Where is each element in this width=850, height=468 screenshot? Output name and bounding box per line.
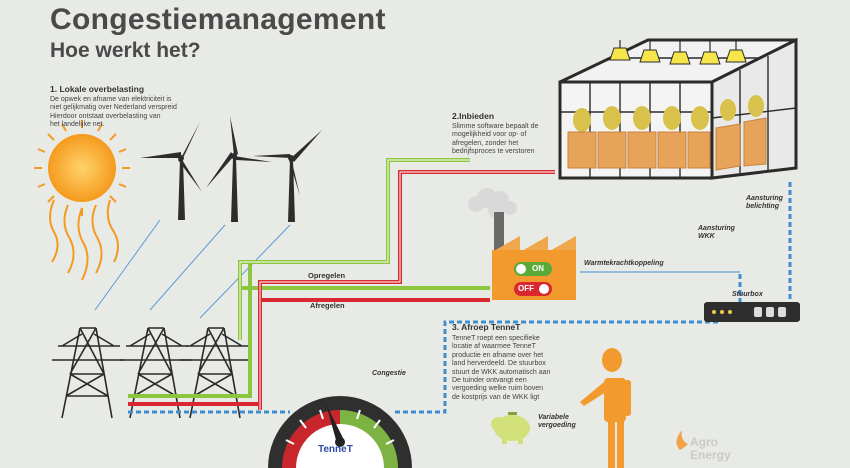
step1-heading: 1. Lokale overbelasting	[50, 84, 145, 94]
step3-line: de kostprijs van de WKK ligt	[452, 393, 540, 401]
step3-body: TenneT roept een specifieke locatie af w…	[452, 335, 550, 402]
step3-line: land herverdeeld. De stuurbox	[452, 360, 546, 368]
stuurbox-icon	[704, 302, 800, 322]
stuurbox-label: Stuurbox	[732, 291, 763, 298]
step3-line: vergoeding welke ruim boven	[452, 385, 544, 393]
step3-line: stuurt de WKK automatisch aan	[452, 368, 551, 376]
power-pylon-icon	[52, 327, 252, 419]
page-title: Congestiemanagement	[50, 3, 386, 36]
aansturing-belichting-label: Aansturing belichting	[746, 195, 783, 212]
step2-line: Slimme software bepaalt de	[452, 123, 539, 130]
aansturing-wkk-label: Aansturing WKK	[698, 225, 735, 242]
greenhouse-icon	[558, 37, 798, 180]
step3-line: productie en afname over het	[452, 351, 544, 359]
step3-line: locatie af waarmee TenneT	[452, 343, 536, 351]
step1-line: het landelijke net.	[50, 121, 105, 129]
label-line: WKK	[698, 233, 715, 241]
opregelen-label: Opregelen	[308, 271, 346, 280]
step3-line: TenneT roept een specifieke	[452, 335, 540, 342]
label-line: belichting	[746, 203, 780, 211]
tennet-logo-text: TenneT	[318, 444, 353, 455]
agro-energy-text: Agro Energy	[690, 436, 731, 461]
page-subtitle: Hoe werkt het?	[50, 39, 201, 62]
step2-line: bedrijfsproces te verstoren	[452, 148, 535, 156]
on-label: ON	[532, 264, 544, 273]
on-switch	[514, 262, 552, 276]
brand-line: Energy	[690, 447, 731, 462]
off-label: OFF	[518, 284, 534, 293]
sun-icon	[34, 120, 130, 281]
step3-line: De tuinder ontvangt een	[452, 376, 527, 384]
step2-body: Slimme software bepaalt de mogelijkheid …	[452, 123, 538, 157]
label-line: Aansturing	[746, 195, 783, 202]
piggy-bank-icon	[491, 412, 530, 444]
congestion-gauge	[268, 396, 412, 468]
wind-turbine-icon	[140, 116, 322, 222]
label-line: Aansturing	[698, 225, 735, 232]
step2-heading: 2.Inbieden	[452, 111, 495, 121]
lamp-icon	[609, 40, 747, 65]
step2-line: mogelijkheid voor op- of	[452, 131, 527, 139]
step1-body: De opwek en afname van elektriciteit is …	[50, 96, 177, 130]
step1-line: niet gelijkmatig over Nederland versprei…	[50, 104, 177, 112]
step3-heading: 3. Afroep TenneT	[452, 322, 521, 332]
wkk-label: Warmtekrachtkoppeling	[584, 260, 664, 267]
step1-line: De opwek en afname van elektriciteit is	[50, 96, 172, 103]
step2-line: afregelen, zonder het	[452, 139, 519, 147]
label-line: vergoeding	[538, 422, 576, 430]
agro-energy-logo	[676, 430, 688, 450]
brand-line: Agro	[690, 435, 718, 449]
person-icon	[580, 348, 631, 468]
off-switch	[514, 282, 552, 296]
step1-line: Hierdoor ontstaat overbelasting van	[50, 112, 161, 120]
congestie-label: Congestie	[372, 370, 406, 377]
afregelen-label: Afregelen	[310, 301, 345, 310]
vergoeding-label: Variabele vergoeding	[538, 414, 576, 431]
label-line: Variabele	[538, 414, 569, 421]
